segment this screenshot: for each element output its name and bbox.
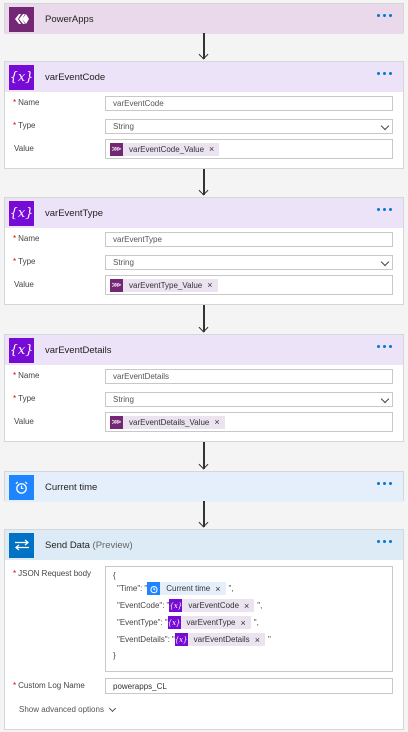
show-advanced-options-link[interactable]: Show advanced options xyxy=(19,704,116,714)
powerapps-trigger-card[interactable]: PowerApps xyxy=(4,3,404,34)
remove-token-icon[interactable]: × xyxy=(240,617,246,628)
variable-icon: {𝑥} xyxy=(174,633,188,646)
remove-token-icon[interactable]: × xyxy=(215,583,221,594)
dynamic-content-token[interactable]: Current time× xyxy=(147,582,226,595)
value-label: Value xyxy=(14,144,34,153)
chevron-down-icon xyxy=(108,704,116,712)
type-value: String xyxy=(113,122,134,131)
close-brace: } xyxy=(113,651,116,660)
dynamic-content-token[interactable]: ⋙varEventDetails_Value× xyxy=(110,415,225,429)
card-title: Send Data (Preview) xyxy=(45,539,133,551)
value-field[interactable]: ⋙varEventDetails_Value× xyxy=(105,412,393,432)
remove-token-icon[interactable]: × xyxy=(244,600,250,611)
remove-token-icon[interactable]: × xyxy=(254,634,260,645)
type-value: String xyxy=(113,258,134,267)
flow-arrow xyxy=(198,442,209,471)
more-options-icon[interactable] xyxy=(377,72,392,75)
current-time-card[interactable]: Current time xyxy=(4,471,404,502)
dynamic-content-token[interactable]: {𝑥}varEventDetails× xyxy=(174,633,265,646)
flow-arrow xyxy=(198,169,209,197)
variable-icon: {𝑥} xyxy=(9,337,34,363)
dynamic-content-token[interactable]: {𝑥}varEventType× xyxy=(167,616,251,629)
more-options-icon[interactable] xyxy=(377,540,392,543)
flow-arrow xyxy=(198,305,209,334)
variable-icon: {𝑥} xyxy=(167,616,181,629)
variable-icon: {𝑥} xyxy=(169,599,183,612)
powerapps-icon: ⋙ xyxy=(110,415,123,429)
value-label: Value xyxy=(14,280,34,289)
card-title: varEventCode xyxy=(45,71,106,83)
json-body-editor[interactable]: { "Time":" Current time× ", "EventCode":… xyxy=(105,566,393,672)
type-label: *Type xyxy=(13,257,36,266)
name-field[interactable]: varEventCode xyxy=(105,96,393,111)
flow-arrow xyxy=(198,33,209,61)
type-select[interactable]: String xyxy=(105,119,393,134)
value-label: Value xyxy=(14,417,34,426)
custom-log-name-field[interactable]: powerapps_CL xyxy=(105,678,393,694)
type-label: *Type xyxy=(13,121,36,130)
powerapps-icon: ⋙ xyxy=(110,142,123,156)
set-variable-card[interactable]: {𝑥} varEventType *Name varEventType *Typ… xyxy=(4,197,404,305)
json-line: "EventType":" {𝑥}varEventType× ", xyxy=(117,616,259,629)
name-label: *Name xyxy=(13,234,40,243)
json-line: "EventDetails":" {𝑥}varEventDetails× " xyxy=(117,633,271,646)
chevron-down-icon xyxy=(380,394,390,404)
name-field[interactable]: varEventType xyxy=(105,232,393,247)
set-variable-header[interactable]: {𝑥} varEventCode xyxy=(5,62,403,92)
more-options-icon[interactable] xyxy=(377,14,392,17)
type-select[interactable]: String xyxy=(105,392,393,407)
remove-token-icon[interactable]: × xyxy=(209,144,215,154)
card-title: varEventDetails xyxy=(45,344,112,356)
name-label: *Name xyxy=(13,371,40,380)
chevron-down-icon xyxy=(380,257,390,267)
set-variable-card[interactable]: {𝑥} varEventDetails *Name varEventDetail… xyxy=(4,334,404,442)
set-variable-header[interactable]: {𝑥} varEventType xyxy=(5,198,403,228)
more-options-icon[interactable] xyxy=(377,345,392,348)
custom-log-name-label: *Custom Log Name xyxy=(13,681,85,690)
value-field[interactable]: ⋙varEventCode_Value× xyxy=(105,139,393,159)
variable-icon: {𝑥} xyxy=(9,64,34,90)
more-options-icon[interactable] xyxy=(377,208,392,211)
card-title: varEventType xyxy=(45,207,104,219)
send-data-header[interactable]: Send Data (Preview) xyxy=(5,530,403,560)
transfer-arrows-icon xyxy=(9,532,34,558)
powerapps-icon: ⋙ xyxy=(110,278,123,292)
powerapps-icon xyxy=(9,6,34,32)
name-field[interactable]: varEventDetails xyxy=(105,369,393,384)
type-value: String xyxy=(113,395,134,404)
powerapps-trigger-header[interactable]: PowerApps xyxy=(5,4,403,34)
alarm-clock-icon xyxy=(147,582,161,595)
dynamic-content-token[interactable]: ⋙varEventCode_Value× xyxy=(110,142,220,156)
current-time-header[interactable]: Current time xyxy=(5,472,403,502)
dynamic-content-token[interactable]: ⋙varEventType_Value× xyxy=(110,278,218,292)
set-variable-header[interactable]: {𝑥} varEventDetails xyxy=(5,335,403,365)
flow-arrow xyxy=(198,501,209,529)
json-line: "EventCode":" {𝑥}varEventCode× ", xyxy=(117,599,263,612)
variable-icon: {𝑥} xyxy=(9,200,34,226)
json-body-label: *JSON Request body xyxy=(13,569,92,578)
json-line: "Time":" Current time× ", xyxy=(117,582,234,595)
card-title: Current time xyxy=(45,481,98,493)
remove-token-icon[interactable]: × xyxy=(214,417,220,427)
dynamic-content-token[interactable]: {𝑥}varEventCode× xyxy=(169,599,255,612)
alarm-clock-icon xyxy=(9,474,34,500)
open-brace: { xyxy=(113,571,116,580)
remove-token-icon[interactable]: × xyxy=(207,280,213,290)
chevron-down-icon xyxy=(380,121,390,131)
type-select[interactable]: String xyxy=(105,255,393,270)
name-label: *Name xyxy=(13,98,40,107)
value-field[interactable]: ⋙varEventType_Value× xyxy=(105,275,393,295)
type-label: *Type xyxy=(13,394,36,403)
more-options-icon[interactable] xyxy=(377,482,392,485)
set-variable-card[interactable]: {𝑥} varEventCode *Name varEventCode *Typ… xyxy=(4,61,404,169)
card-title: PowerApps xyxy=(45,13,94,25)
send-data-card[interactable]: Send Data (Preview) *JSON Request body {… xyxy=(4,529,404,730)
card-subtitle: (Preview) xyxy=(92,539,133,551)
